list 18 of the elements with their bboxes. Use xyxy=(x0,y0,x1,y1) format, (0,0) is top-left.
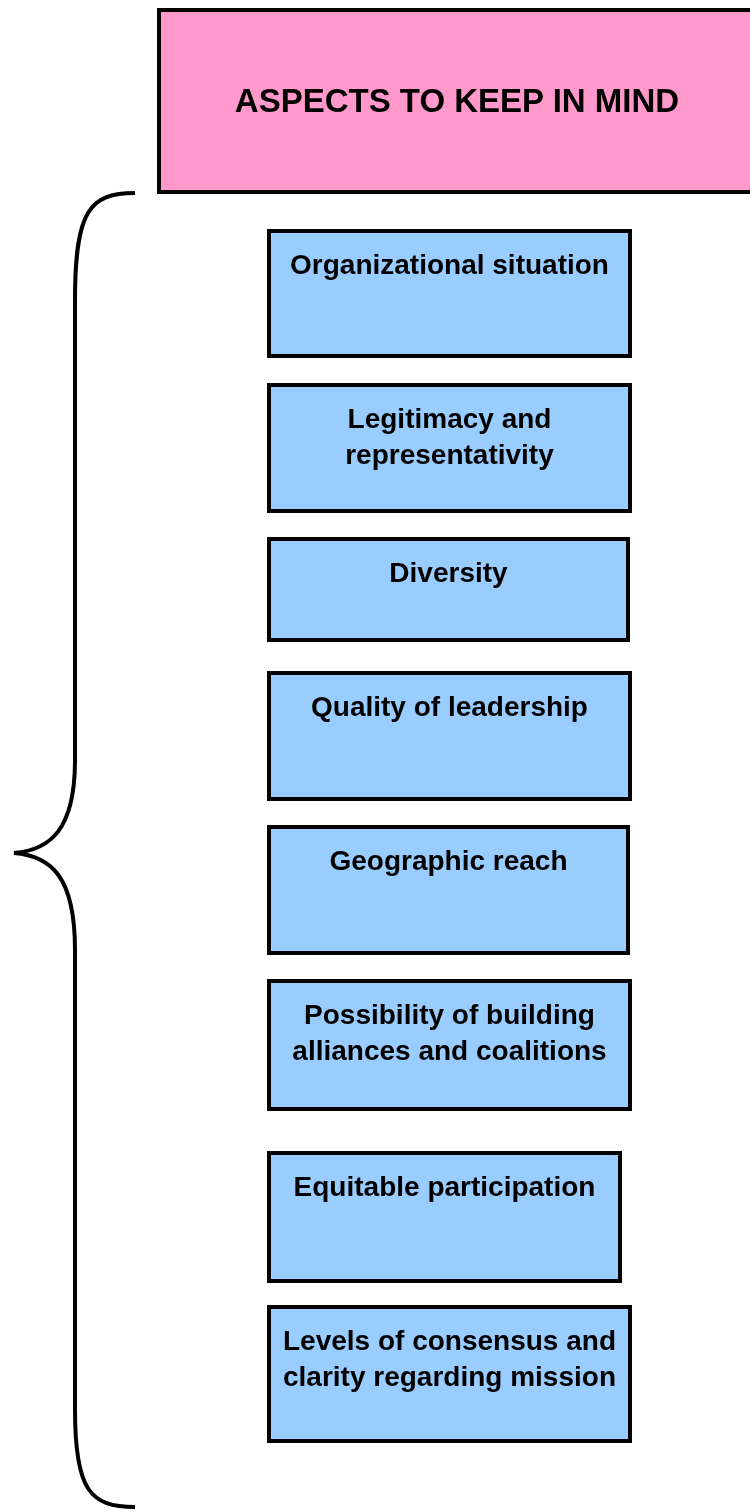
aspect-box xyxy=(267,825,630,955)
aspect-box xyxy=(267,1305,632,1443)
aspect-label: Diversity xyxy=(389,556,508,590)
aspect-label: Legitimacy and representativity xyxy=(344,402,555,472)
aspect-box xyxy=(267,979,632,1111)
header-box xyxy=(157,8,750,194)
aspect-box xyxy=(267,671,632,801)
aspect-box xyxy=(267,383,632,513)
aspect-label: Possibility of building alliances and coalitions xyxy=(291,998,608,1068)
aspect-label: Organizational situation xyxy=(290,248,609,282)
aspect-box xyxy=(267,229,632,358)
aspect-label: Equitable participation xyxy=(293,1170,596,1204)
aspect-label: Geographic reach xyxy=(329,844,568,878)
aspect-label: Levels of consensus and clarity regarding mission xyxy=(282,1324,617,1394)
header-title: ASPECTS TO KEEP IN MIND xyxy=(234,82,680,120)
aspect-box xyxy=(267,537,630,642)
aspect-box xyxy=(267,1151,622,1283)
aspect-label: Quality of leadership xyxy=(311,690,588,724)
